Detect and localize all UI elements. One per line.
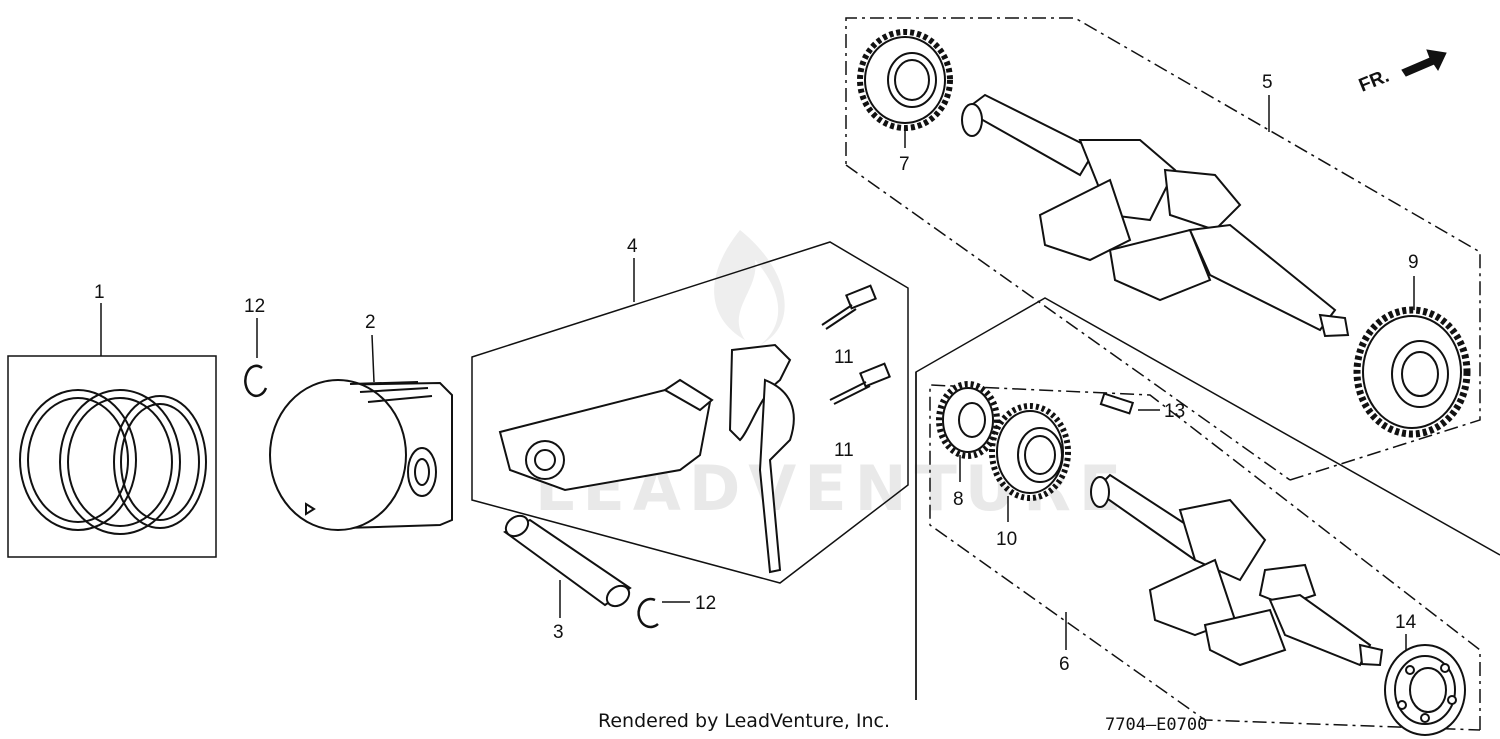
callout-12-upper: 12 [244,296,265,317]
bolt-lower [829,362,891,405]
arrow-icon [1401,49,1447,77]
gear-10 [989,403,1071,501]
callout-11-upper: 11 [834,347,854,368]
callout-2: 2 [365,312,376,333]
callout-7: 7 [899,154,910,175]
callout-13: 13 [1164,401,1185,422]
crankshaft-box-lower-inner [929,384,1481,731]
direction-label: FR. [1356,66,1392,97]
circlip-lower [637,597,659,629]
bolt-upper [821,284,877,330]
callout-10: 10 [996,529,1017,550]
callout-8: 8 [953,489,964,510]
callout-11-lower: 11 [834,440,854,461]
callout-4: 4 [627,236,638,257]
callout-12-lower: 12 [695,593,716,614]
callout-6: 6 [1059,654,1070,675]
crankshaft-box-upper-bottom [845,164,1291,481]
leader-2 [371,334,375,383]
gear-9 [1353,306,1471,438]
watermark-flame-icon [714,230,785,345]
ball-bearing [1384,644,1466,736]
connecting-rod-box [471,241,909,584]
callout-9: 9 [1408,252,1419,273]
callout-3: 3 [553,622,564,643]
circlip-upper [244,364,268,398]
piston [269,379,453,531]
diagram-code: 7704—E0700 [1105,715,1208,735]
gear-7 [857,29,953,131]
footer-credit: Rendered by LeadVenture, Inc. [598,710,891,732]
crankshaft-upper [961,93,1350,338]
crankshaft-box-upper [845,17,1481,481]
piston-rings [19,389,207,535]
piston-ring-box [7,355,217,558]
gear-8 [936,381,1000,459]
crankshaft-lower [1090,473,1384,667]
callout-14: 14 [1395,612,1417,633]
callout-5: 5 [1262,72,1273,93]
direction-indicator: FR. [1356,49,1447,97]
rod-cap [728,343,795,574]
callout-1: 1 [94,282,105,303]
connecting-rod [498,378,714,492]
piston-pin [503,514,632,608]
woodruff-key [1099,392,1135,415]
